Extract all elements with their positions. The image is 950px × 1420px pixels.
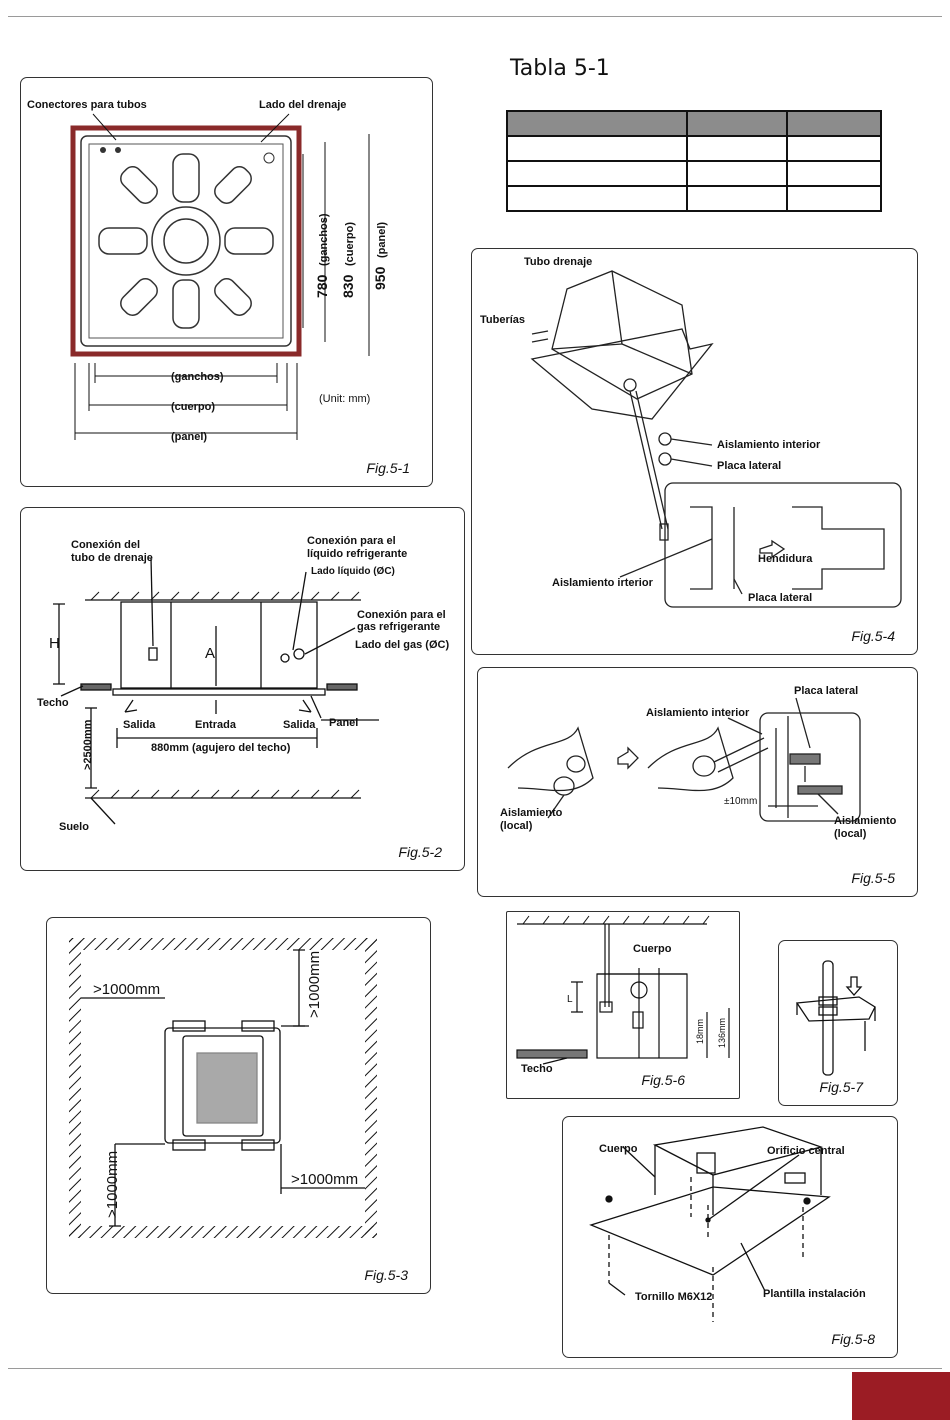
label-placa-lateral-2: Placa lateral (748, 592, 812, 604)
figure-5-8: Cuerpo Orificio central Tornillo M6X12 P… (562, 1116, 898, 1358)
label-dist-right: >1000mm (291, 1171, 358, 1188)
label-techo: Techo (521, 1063, 553, 1075)
label-placa-lateral: Placa lateral (717, 460, 781, 472)
label-panel: Panel (329, 717, 358, 729)
label-tubo-drenaje: Tubo drenaje (524, 256, 592, 268)
label-dist-left: >1000mm (93, 981, 160, 998)
label-gas-2: gas refrigerante (357, 621, 440, 633)
label-830: 830 (340, 274, 356, 298)
label-entrada: Entrada (195, 719, 237, 731)
label-gas-1: Conexión para el (357, 609, 446, 621)
figure-5-1-drawing: Conectores para tubos Lado del drenaje (… (27, 99, 388, 443)
page-number-badge (852, 1372, 950, 1420)
label-950-sub: (panel) (376, 222, 388, 258)
figure-5-6: Cuerpo Techo L 18mm 136mm Fig.5-6 (506, 911, 740, 1099)
label-aisl-local-2: (local) (500, 820, 533, 832)
label-hendidura: Hendidura (758, 553, 813, 565)
table-5-1 (506, 110, 882, 212)
caption-fig-5-1: Fig.5-1 (366, 460, 410, 476)
label-h: H (49, 635, 60, 652)
label-a: A (205, 645, 215, 662)
figure-5-4-drawing: Tubo drenaje Tuberías Aislamiento interi… (480, 256, 902, 608)
caption-fig-5-3: Fig.5-3 (364, 1267, 408, 1283)
label-salida-2: Salida (283, 719, 316, 731)
figure-5-6-drawing: Cuerpo Techo L 18mm 136mm (516, 915, 730, 1075)
table-title: Tabla 5-1 (510, 56, 610, 81)
label-liq-1: Conexión para el (307, 535, 396, 547)
label-gas-3: Lado del gas (ØC) (355, 639, 449, 651)
label-drain-1: Conexión del (71, 539, 140, 551)
label-plantilla: Plantilla instalación (763, 1288, 866, 1300)
caption-fig-5-2: Fig.5-2 (398, 844, 442, 860)
table-row (506, 160, 882, 187)
figure-5-4: Tubo drenaje Tuberías Aislamiento interi… (471, 248, 918, 655)
label-drain-2: tubo de drenaje (71, 552, 153, 564)
figure-5-1: Conectores para tubos Lado del drenaje (… (20, 77, 433, 487)
label-780: 780 (314, 274, 330, 298)
label-cuerpo: Cuerpo (633, 943, 672, 955)
label-suelo: Suelo (59, 821, 89, 833)
label-conectores: Conectores para tubos (27, 99, 147, 111)
label-aisl-irterior: Aislamiento irterior (552, 577, 654, 589)
caption-fig-5-7: Fig.5-7 (819, 1079, 863, 1095)
table-row (506, 185, 882, 212)
label-aisl-local-1: Aislamiento (500, 807, 563, 819)
figure-5-2: Conexión del tubo de drenaje Conexión pa… (20, 507, 465, 871)
label-drenaje: Lado del drenaje (259, 99, 346, 111)
label-l: L (567, 994, 573, 1005)
label-techo: Techo (37, 697, 69, 709)
label-unit: (Unit: mm) (319, 393, 370, 405)
figure-5-5: Placa lateral Aislamiento interior ±10mm… (477, 667, 918, 897)
label-780-sub: (ganchos) (318, 213, 330, 266)
bottom-rule (8, 1368, 942, 1369)
label-liq-3: Lado líquido (ØC) (311, 566, 395, 577)
label-tornillo: Tornillo M6X12 (635, 1291, 712, 1303)
figure-5-3-drawing: >1000mm >1000mm >1000mm >1000mm (69, 938, 377, 1238)
label-cuerpo: Cuerpo (599, 1143, 638, 1155)
caption-fig-5-8: Fig.5-8 (831, 1331, 875, 1347)
figure-5-7-drawing (795, 960, 876, 1076)
label-dist-top: >1000mm (306, 951, 323, 1018)
label-cuerpo-h: (cuerpo) (171, 401, 215, 413)
label-dist-bottom: >1000mm (104, 1151, 121, 1218)
label-salida-1: Salida (123, 719, 156, 731)
label-830-sub: (cuerpo) (344, 222, 356, 266)
top-rule (8, 16, 942, 17)
caption-fig-5-6: Fig.5-6 (641, 1072, 685, 1088)
figure-5-2-drawing: Conexión del tubo de drenaje Conexión pa… (37, 535, 449, 833)
label-tuberias: Tuberías (480, 314, 525, 326)
caption-fig-5-4: Fig.5-4 (851, 628, 895, 644)
label-width: 880mm (agujero del techo) (151, 742, 291, 754)
label-height: >2500mm (82, 719, 94, 770)
label-aisl-r-2: (local) (834, 828, 867, 840)
figure-5-3: >1000mm >1000mm >1000mm >1000mm Fig.5-3 (46, 917, 431, 1294)
label-panel-h: (panel) (171, 431, 207, 443)
label-18mm: 18mm (695, 1019, 705, 1044)
label-aisl-interior: Aislamiento interior (646, 707, 750, 719)
label-950: 950 (372, 266, 388, 290)
label-aisl-r-1: Aislamiento (834, 815, 897, 827)
label-orificio-central: Orificio central (767, 1145, 845, 1157)
label-liq-2: líquido refrigerante (307, 548, 407, 560)
table-row (506, 135, 882, 162)
figure-5-7: Fig.5-7 (778, 940, 898, 1106)
figure-5-8-drawing: Cuerpo Orificio central Tornillo M6X12 P… (589, 1126, 866, 1322)
label-aisl-interior: Aislamiento interior (717, 439, 821, 451)
caption-fig-5-5: Fig.5-5 (851, 870, 895, 886)
label-ganchos-h: (ganchos) (171, 371, 224, 383)
label-placa-lateral: Placa lateral (794, 685, 858, 697)
label-pm10: ±10mm (724, 796, 757, 807)
table-header-row (506, 110, 882, 137)
label-136mm: 136mm (717, 1018, 727, 1048)
figure-5-5-drawing: Placa lateral Aislamiento interior ±10mm… (500, 685, 897, 840)
